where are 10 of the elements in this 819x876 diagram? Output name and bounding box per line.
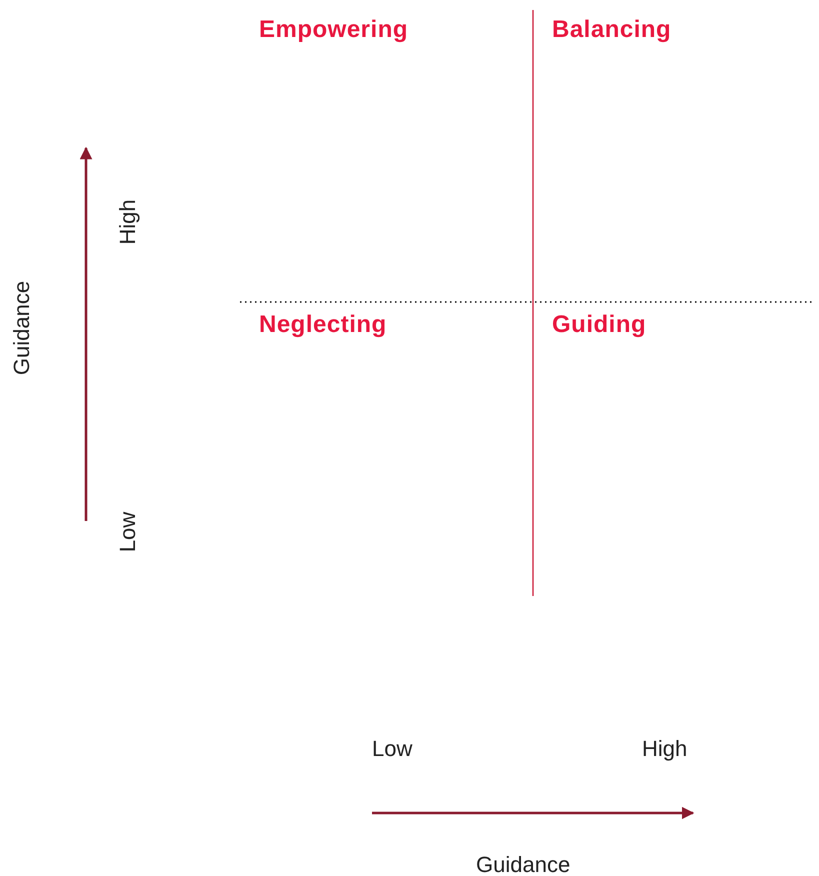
quadrant-label: Neglecting xyxy=(259,313,387,337)
axis-title: Guidance xyxy=(11,280,33,376)
axis-label: High xyxy=(642,738,688,760)
quadrant-label: Balancing xyxy=(552,18,672,42)
axis-label: Low xyxy=(372,738,412,760)
quadrant-label: Empowering xyxy=(259,18,408,42)
axis-label: Low xyxy=(117,512,139,552)
axis-title: Guidance xyxy=(476,854,570,876)
axis-label: High xyxy=(117,199,139,245)
quadrant-label: Guiding xyxy=(552,313,646,337)
